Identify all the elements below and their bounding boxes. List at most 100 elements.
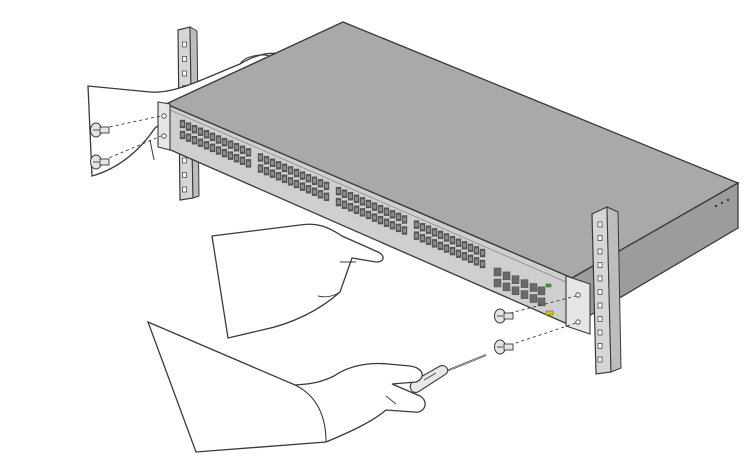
ethernet-port-socket bbox=[463, 243, 466, 248]
ethernet-port-socket bbox=[295, 182, 298, 186]
ethernet-port-socket bbox=[445, 235, 448, 240]
ethernet-port-socket bbox=[217, 137, 220, 142]
rail-hole bbox=[182, 41, 187, 48]
left-screw-guide-2 bbox=[103, 135, 162, 161]
uplink-port bbox=[529, 283, 538, 292]
screwdriver-grip-line bbox=[423, 372, 437, 381]
side-vent bbox=[720, 201, 724, 205]
ethernet-port-socket bbox=[289, 179, 292, 184]
ethernet-port-socket bbox=[385, 220, 388, 225]
right-mounting-bracket bbox=[565, 275, 591, 335]
ethernet-port-socket bbox=[265, 169, 268, 174]
ethernet-port-socket bbox=[247, 150, 250, 155]
ethernet-port-socket bbox=[187, 135, 190, 140]
uplink-port bbox=[511, 286, 520, 295]
ethernet-port-socket bbox=[223, 140, 226, 145]
ethernet-port-socket bbox=[415, 222, 418, 227]
ethernet-port-socket bbox=[325, 194, 328, 199]
rail-hole bbox=[597, 316, 603, 322]
ethernet-port-socket bbox=[439, 243, 442, 248]
ethernet-port-socket bbox=[187, 124, 190, 129]
screwdriver-hand-outline bbox=[146, 320, 426, 453]
ethernet-port-socket bbox=[469, 245, 472, 250]
ethernet-port-socket bbox=[241, 158, 244, 163]
right-bracket-hole-1 bbox=[575, 292, 581, 298]
ethernet-port-socket bbox=[283, 165, 286, 170]
ethernet-port-socket bbox=[367, 213, 370, 217]
ethernet-port-socket bbox=[259, 155, 262, 160]
ethernet-port-socket bbox=[229, 153, 232, 158]
uplink-port bbox=[493, 278, 502, 288]
ethernet-port-socket bbox=[355, 207, 358, 212]
screw-shank bbox=[503, 343, 514, 351]
ethernet-port-socket bbox=[433, 230, 436, 235]
screw-shank bbox=[99, 158, 110, 166]
uplink-port bbox=[520, 290, 529, 299]
uplink-port-field bbox=[493, 267, 546, 307]
status-leds bbox=[545, 283, 554, 316]
ethernet-port-socket bbox=[277, 174, 280, 179]
ethernet-port-socket bbox=[385, 209, 388, 214]
front-hand-finger-line-2 bbox=[317, 291, 341, 298]
ethernet-port-socket bbox=[391, 223, 394, 228]
ethernet-port-socket bbox=[367, 202, 370, 206]
ethernet-port-socket bbox=[463, 254, 466, 259]
rail-hole bbox=[182, 186, 187, 193]
right-rail-flange bbox=[606, 206, 622, 373]
rail-hole bbox=[597, 221, 603, 228]
rail-hole bbox=[182, 172, 187, 178]
ethernet-port-socket bbox=[481, 251, 484, 255]
left-screw-guide-1 bbox=[103, 115, 162, 129]
ethernet-port-socket bbox=[397, 225, 400, 230]
ethernet-port-socket bbox=[271, 160, 274, 165]
status-led-green bbox=[545, 283, 552, 288]
uplink-port bbox=[502, 282, 511, 292]
screwdriver-hand-cuff bbox=[294, 384, 327, 443]
ethernet-port-socket bbox=[301, 184, 304, 189]
ethernet-port-socket bbox=[319, 181, 322, 186]
ethernet-port-socket bbox=[223, 151, 226, 156]
ethernet-port-socket bbox=[205, 143, 208, 148]
ethernet-port-socket bbox=[451, 249, 454, 254]
ethernet-port-socket bbox=[421, 236, 424, 241]
ethernet-port-socket bbox=[445, 246, 448, 251]
ethernet-port-socket bbox=[349, 194, 352, 199]
back-hand-finger-line bbox=[149, 139, 155, 161]
left-mounting-bracket bbox=[157, 101, 171, 151]
ethernet-port-socket bbox=[457, 251, 460, 256]
ethernet-port-socket bbox=[217, 148, 220, 153]
ethernet-port-socket bbox=[349, 205, 352, 210]
screw-shank bbox=[503, 312, 514, 320]
ethernet-port-socket bbox=[313, 178, 316, 183]
ethernet-port-socket bbox=[307, 187, 310, 192]
uplink-port bbox=[502, 271, 511, 281]
ethernet-port-socket bbox=[337, 189, 340, 194]
ethernet-port-socket bbox=[427, 227, 430, 232]
ethernet-port-socket bbox=[451, 238, 454, 243]
rail-hole bbox=[597, 302, 603, 309]
ethernet-port-socket bbox=[307, 176, 310, 181]
side-vents bbox=[714, 198, 730, 208]
rail-hole bbox=[597, 235, 603, 241]
ethernet-port-socket bbox=[181, 133, 184, 137]
uplink-port bbox=[529, 294, 538, 303]
ethernet-port-socket bbox=[193, 127, 196, 132]
ethernet-port-socket bbox=[379, 207, 382, 212]
ethernet-port-socket bbox=[475, 259, 478, 264]
rail-hole bbox=[182, 157, 187, 164]
ethernet-port-field bbox=[179, 119, 486, 269]
left-bracket-hole-2 bbox=[161, 133, 167, 139]
front-panel-top-lip bbox=[169, 109, 567, 283]
ethernet-port-socket bbox=[289, 168, 292, 173]
ethernet-port-socket bbox=[235, 145, 238, 150]
ethernet-port-socket bbox=[247, 161, 250, 166]
ethernet-port-socket bbox=[337, 200, 340, 205]
front-hand-outline bbox=[211, 223, 384, 339]
ethernet-port-socket bbox=[265, 158, 268, 163]
ethernet-port-socket bbox=[361, 199, 364, 204]
ethernet-port-socket bbox=[199, 140, 202, 145]
ethernet-port-socket bbox=[421, 225, 424, 230]
front-hand bbox=[211, 223, 384, 339]
